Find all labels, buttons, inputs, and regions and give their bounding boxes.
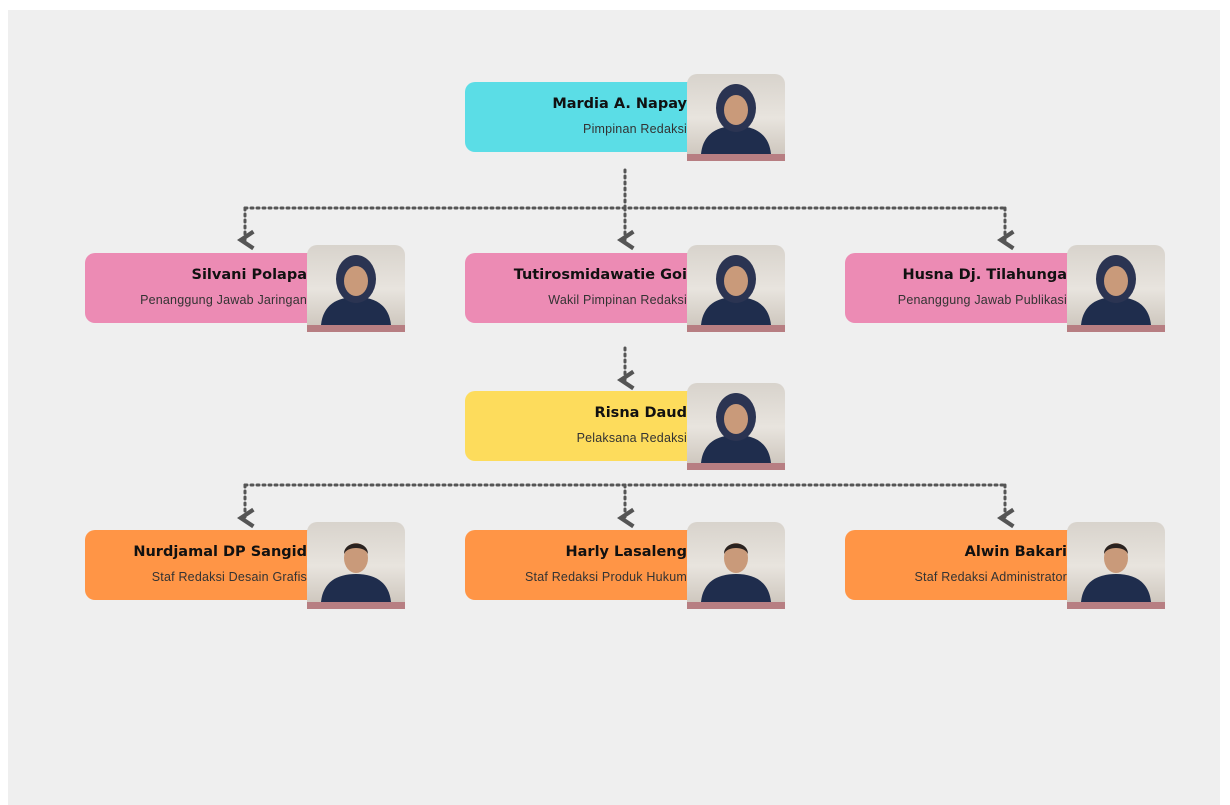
node-card: Risna Daud Pelaksana Redaksi <box>465 391 705 461</box>
node-role: Penanggung Jawab Jaringan <box>140 293 307 307</box>
person-silhouette-icon <box>1081 255 1151 325</box>
person-silhouette-icon <box>701 543 771 602</box>
node-name: Silvani Polapa <box>191 267 307 283</box>
person-silhouette-icon <box>701 84 771 154</box>
person-photo <box>687 245 785 325</box>
node-name: Mardia A. Napay <box>552 96 687 112</box>
node-card: Husna Dj. Tilahunga Penanggung Jawab Pub… <box>845 253 1085 323</box>
person-photo <box>687 383 785 463</box>
node-name: Nurdjamal DP Sangid <box>133 544 307 560</box>
node-role: Penanggung Jawab Publikasi <box>897 293 1067 307</box>
org-node-staf-administrator: Alwin Bakari Staf Redaksi Administrator <box>845 522 1167 610</box>
node-card: Nurdjamal DP Sangid Staf Redaksi Desain … <box>85 530 325 600</box>
photo-bar <box>1067 325 1165 332</box>
node-role: Staf Redaksi Administrator <box>914 570 1067 584</box>
photo-bar <box>687 602 785 609</box>
node-card: Alwin Bakari Staf Redaksi Administrator <box>845 530 1085 600</box>
person-silhouette-icon <box>321 543 391 602</box>
node-role: Pelaksana Redaksi <box>576 431 687 445</box>
node-name: Alwin Bakari <box>964 544 1067 560</box>
person-photo <box>307 245 405 325</box>
node-role: Staf Redaksi Desain Grafis <box>151 570 307 584</box>
org-node-penanggung-jawab-publikasi: Husna Dj. Tilahunga Penanggung Jawab Pub… <box>845 245 1167 333</box>
person-silhouette-icon <box>701 255 771 325</box>
person-photo <box>307 522 405 602</box>
photo-bar <box>307 602 405 609</box>
photo-bar <box>687 154 785 161</box>
photo-bar <box>687 325 785 332</box>
node-card: Mardia A. Napay Pimpinan Redaksi <box>465 82 705 152</box>
node-card: Silvani Polapa Penanggung Jawab Jaringan <box>85 253 325 323</box>
node-name: Harly Lasaleng <box>565 544 688 560</box>
org-node-pimpinan-redaksi: Mardia A. Napay Pimpinan Redaksi <box>465 74 787 162</box>
org-node-wakil-pimpinan-redaksi: Tutirosmidawatie Goi Wakil Pimpinan Reda… <box>465 245 787 333</box>
node-card: Tutirosmidawatie Goi Wakil Pimpinan Reda… <box>465 253 705 323</box>
org-node-staf-desain-grafis: Nurdjamal DP Sangid Staf Redaksi Desain … <box>85 522 407 610</box>
node-name: Tutirosmidawatie Goi <box>513 267 687 283</box>
person-silhouette-icon <box>701 393 771 463</box>
node-role: Staf Redaksi Produk Hukum <box>524 570 687 584</box>
org-node-staf-produk-hukum: Harly Lasaleng Staf Redaksi Produk Hukum <box>465 522 787 610</box>
person-silhouette-icon <box>321 255 391 325</box>
person-photo <box>1067 245 1165 325</box>
org-node-pelaksana-redaksi: Risna Daud Pelaksana Redaksi <box>465 383 787 471</box>
node-name: Risna Daud <box>594 405 687 421</box>
photo-bar <box>307 325 405 332</box>
node-role: Pimpinan Redaksi <box>583 122 687 136</box>
node-card: Harly Lasaleng Staf Redaksi Produk Hukum <box>465 530 705 600</box>
person-photo <box>687 522 785 602</box>
person-photo <box>687 74 785 154</box>
photo-bar <box>1067 602 1165 609</box>
node-name: Husna Dj. Tilahunga <box>902 267 1067 283</box>
node-role: Wakil Pimpinan Redaksi <box>548 293 687 307</box>
person-photo <box>1067 522 1165 602</box>
person-silhouette-icon <box>1081 543 1151 602</box>
org-node-penanggung-jawab-jaringan: Silvani Polapa Penanggung Jawab Jaringan <box>85 245 407 333</box>
photo-bar <box>687 463 785 470</box>
